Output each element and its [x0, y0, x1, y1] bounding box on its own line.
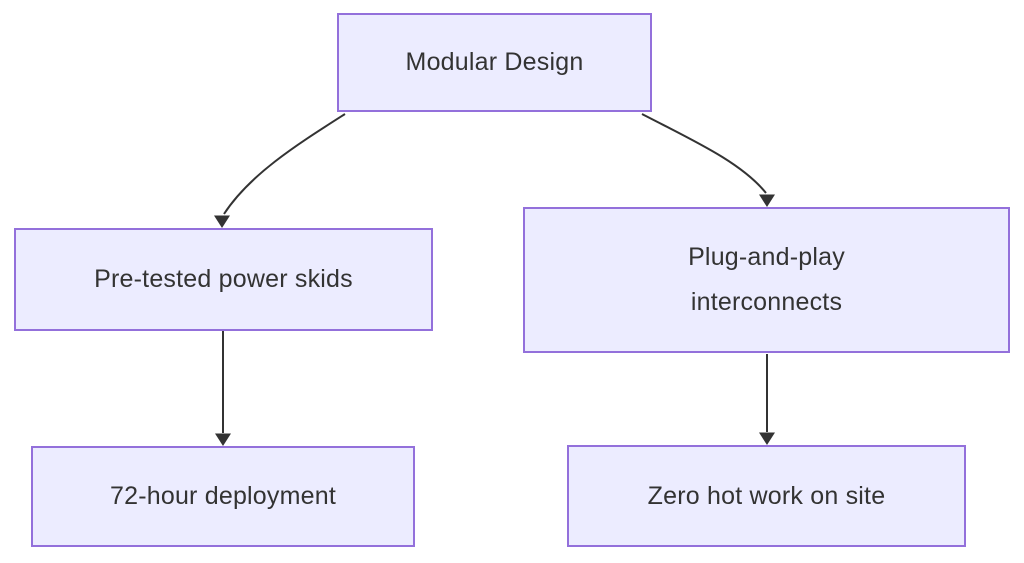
node-label-line-2: interconnects: [690, 288, 843, 316]
node-72-hour-deployment: 72-hour deployment: [31, 446, 415, 547]
node-modular-design: Modular Design: [337, 13, 652, 112]
edge-skids-to-deployment: [215, 331, 231, 446]
node-plug-and-play-interconnects: Plug-and-play interconnects: [523, 207, 1010, 353]
arrowhead-icon: [759, 194, 775, 207]
edge-line: [641, 113, 767, 194]
arrowhead-icon: [215, 433, 231, 446]
node-label: Pre-tested power skids: [94, 265, 353, 293]
node-label: Zero hot work on site: [647, 481, 886, 510]
node-label-line-1: Plug-and-play: [688, 243, 845, 271]
edge-interconnects-to-hotwork: [759, 354, 775, 445]
arrowhead-icon: [214, 215, 230, 228]
node-zero-hot-work-on-site: Zero hot work on site: [567, 445, 966, 547]
edge-line: [223, 113, 346, 215]
node-label: 72-hour deployment: [110, 482, 336, 510]
node-pre-tested-power-skids: Pre-tested power skids: [14, 228, 433, 331]
node-label: Modular Design: [405, 48, 584, 76]
edge-root-to-skids: [214, 113, 346, 228]
arrowhead-icon: [759, 432, 775, 445]
edge-root-to-interconnects: [641, 113, 775, 207]
